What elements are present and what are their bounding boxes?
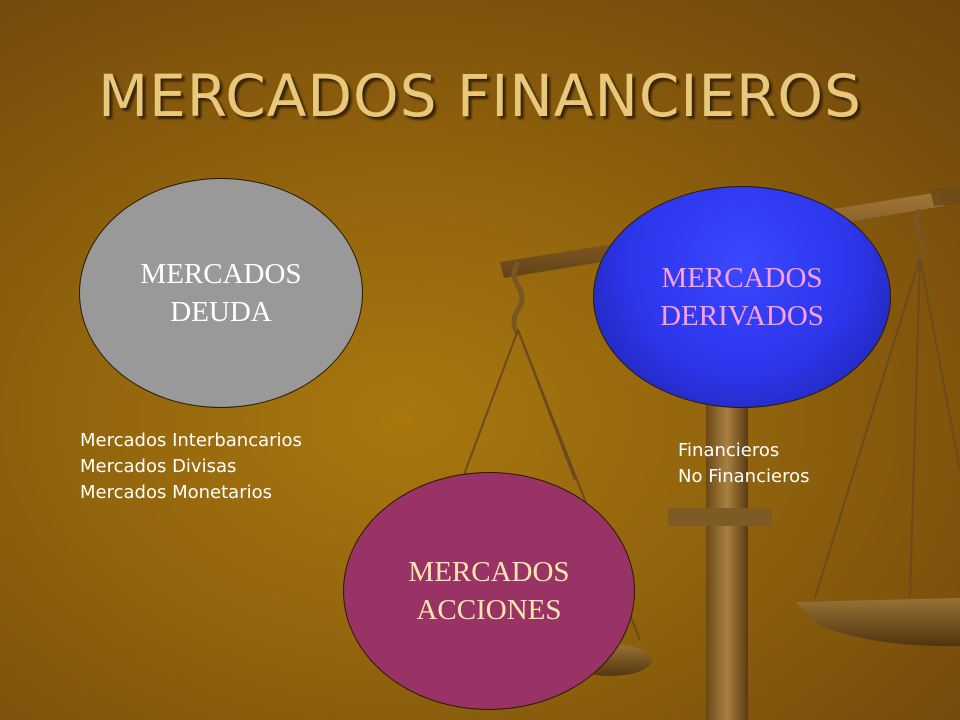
list-item: No Financieros: [678, 466, 810, 487]
right-chain: [913, 208, 927, 260]
node-label-line2: DERIVADOS: [660, 300, 824, 332]
list-item: Mercados Divisas: [80, 456, 237, 477]
right-string: [814, 257, 921, 599]
scale-beam-tip: [930, 186, 960, 206]
right-string: [919, 257, 960, 471]
node-label-line1: MERCADOS: [140, 258, 302, 290]
scale-post: [706, 400, 748, 720]
node-mercados-acciones: MERCADOS ACCIONES: [343, 472, 635, 710]
node-label-line1: MERCADOS: [408, 556, 570, 588]
node-label-line1: MERCADOS: [661, 262, 823, 294]
scale-arm: [668, 508, 772, 526]
deuda-subcategory-list: Mercados Interbancarios Mercados Divisas…: [80, 428, 302, 506]
left-chain: [511, 260, 525, 336]
list-item: Mercados Monetarios: [80, 482, 272, 503]
left-string: [461, 329, 519, 481]
page-title: MERCADOS FINANCIEROS: [98, 62, 862, 130]
node-label-line2: ACCIONES: [416, 594, 562, 626]
derivados-subcategory-list: Financieros No Financieros: [678, 438, 809, 490]
list-item: Financieros: [678, 440, 780, 461]
node-mercados-deuda: MERCADOS DEUDA: [79, 178, 363, 408]
node-mercados-derivados: MERCADOS DERIVADOS: [593, 186, 891, 408]
right-pan: [796, 598, 960, 647]
right-string: [909, 257, 921, 599]
node-label-line2: DEUDA: [170, 296, 272, 328]
list-item: Mercados Interbancarios: [80, 430, 302, 451]
